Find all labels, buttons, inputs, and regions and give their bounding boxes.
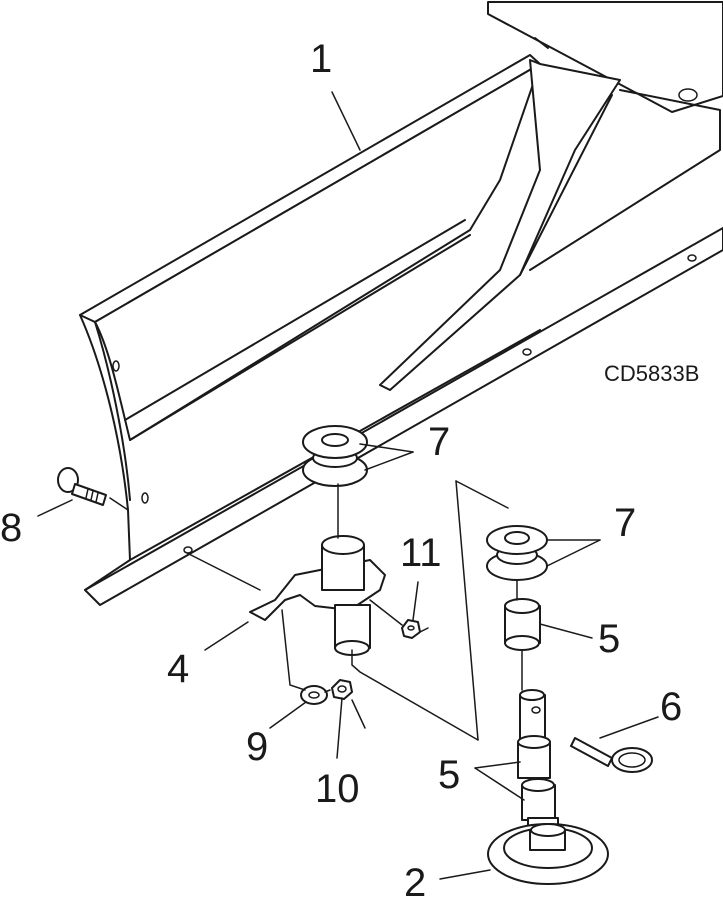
washers-set-a bbox=[302, 425, 368, 487]
callout-pin: 6 bbox=[660, 685, 682, 729]
skid-shoe bbox=[487, 823, 609, 885]
drawing-code: CD5833B bbox=[604, 361, 699, 386]
callout-skid-shoe: 2 bbox=[404, 861, 426, 905]
lock-nut bbox=[401, 619, 421, 639]
mount-bracket bbox=[249, 535, 386, 656]
callout-carriage-bolt: 8 bbox=[0, 506, 22, 550]
carriage-bolt bbox=[57, 467, 107, 506]
deck-frame bbox=[79, 1, 723, 606]
leader-lines bbox=[37, 91, 659, 880]
callout-spacer-lower: 5 bbox=[438, 753, 460, 797]
callout-washers-b: 7 bbox=[614, 501, 636, 545]
callout-washers-a: 7 bbox=[428, 420, 450, 464]
clevis-pin bbox=[570, 737, 653, 773]
callout-spacer-upper: 5 bbox=[598, 617, 620, 661]
callout-lock-nut: 11 bbox=[400, 531, 442, 575]
flat-washer bbox=[300, 685, 328, 705]
callout-mount-bracket: 4 bbox=[167, 647, 189, 691]
spacer-upper bbox=[504, 598, 541, 651]
callout-hex-nut: 10 bbox=[315, 767, 360, 811]
washers-set-b bbox=[486, 525, 548, 581]
assembly-lines bbox=[109, 480, 523, 741]
callout-frame: 1 bbox=[310, 37, 332, 81]
callout-flat-washer: 9 bbox=[246, 725, 268, 769]
hex-nut bbox=[331, 679, 353, 700]
